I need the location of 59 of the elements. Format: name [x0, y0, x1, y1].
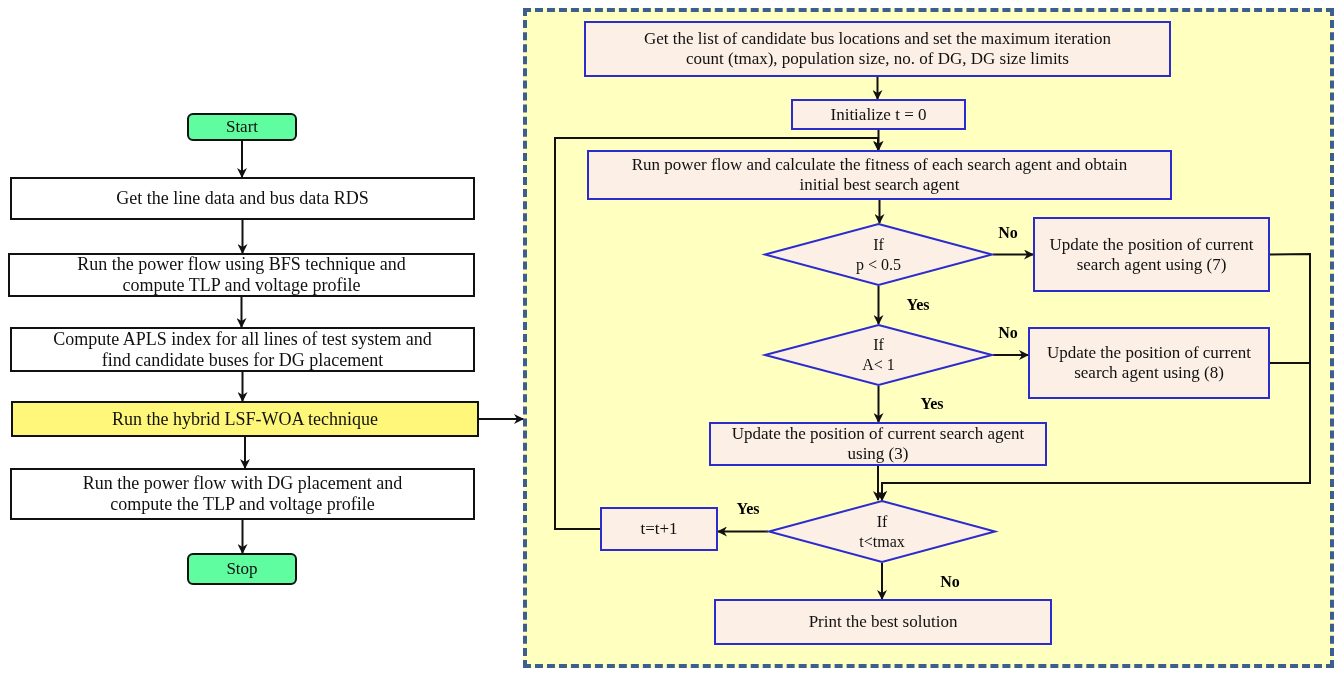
- arrow: [554, 137, 883, 530]
- process-box: [709, 422, 1047, 466]
- arrow: [992, 249, 1034, 260]
- process-box: [584, 21, 1171, 77]
- node-text: Run power flow and calculate the fitness of each search agent and obtain initial best search agent: [630, 155, 1129, 195]
- process-box: [600, 507, 718, 551]
- node-text: p < 0.5: [856, 254, 901, 275]
- arrow: [240, 436, 250, 469]
- node-text: Stop: [226, 559, 258, 579]
- arrow: [478, 414, 524, 424]
- arrow: [992, 350, 1029, 360]
- node-text: Print the best solution: [808, 612, 958, 632]
- arrow: [237, 140, 247, 178]
- node-text: A< 1: [862, 355, 895, 375]
- node-text: Start: [225, 117, 259, 137]
- process-box: [10, 327, 475, 372]
- arrow: [873, 285, 884, 325]
- decision-diamond: [764, 324, 993, 386]
- process-box: [10, 468, 475, 520]
- node-text: t<tmax: [859, 531, 905, 552]
- decision-diamond: [764, 223, 993, 286]
- arrow: [873, 385, 884, 423]
- arrow: [717, 526, 769, 537]
- process-box: [8, 253, 475, 297]
- node-text: Get the line data and bus data RDS: [116, 188, 369, 209]
- arrow: [877, 362, 1311, 501]
- node-text: If: [873, 234, 884, 255]
- dashed-panel: [523, 8, 1334, 668]
- node-text: Run the hybrid LSF-WOA technique: [112, 408, 378, 430]
- process-box: [791, 99, 966, 130]
- terminal-box: [187, 553, 297, 585]
- arrow: [237, 371, 248, 402]
- node-text: Compute APLS index for all lines of test system and find candidate buses for DG placement: [52, 328, 433, 371]
- process-box: [1033, 217, 1270, 292]
- process-box: [1028, 327, 1270, 399]
- process-box: [10, 177, 475, 220]
- process-box: [11, 401, 479, 437]
- arrow: [872, 76, 883, 100]
- node-text: Run the power flow using BFS technique and compute TLP and voltage profile: [76, 254, 407, 296]
- node-text: Update the position of current search agent using (8): [1046, 343, 1252, 383]
- node-text: If: [873, 335, 884, 355]
- arrow: [236, 296, 247, 328]
- node-text: Get the list of candidate bus locations and set the maximum iteration count (tmax), population size, no. of DG, DG size limits: [643, 29, 1112, 69]
- arrow: [877, 562, 887, 600]
- node-text: Run the power flow with DG placement and compute the TLP and voltage profile: [81, 473, 404, 515]
- arrow: [237, 519, 248, 554]
- node-text: t=t+1: [640, 519, 678, 539]
- arrow: [237, 219, 248, 254]
- node-text: If: [876, 511, 888, 532]
- terminal-box: [187, 113, 297, 141]
- arrow: [873, 465, 883, 501]
- arrow: [873, 129, 884, 151]
- process-box: [714, 599, 1052, 645]
- process-box: [587, 150, 1172, 200]
- node-text: Update the position of current search agent using (7): [1048, 234, 1255, 275]
- node-text: Update the position of current search agent using (3): [730, 424, 1026, 464]
- node-text: Initialize t = 0: [830, 104, 927, 125]
- arrow: [874, 199, 885, 224]
- decision-diamond: [768, 500, 996, 563]
